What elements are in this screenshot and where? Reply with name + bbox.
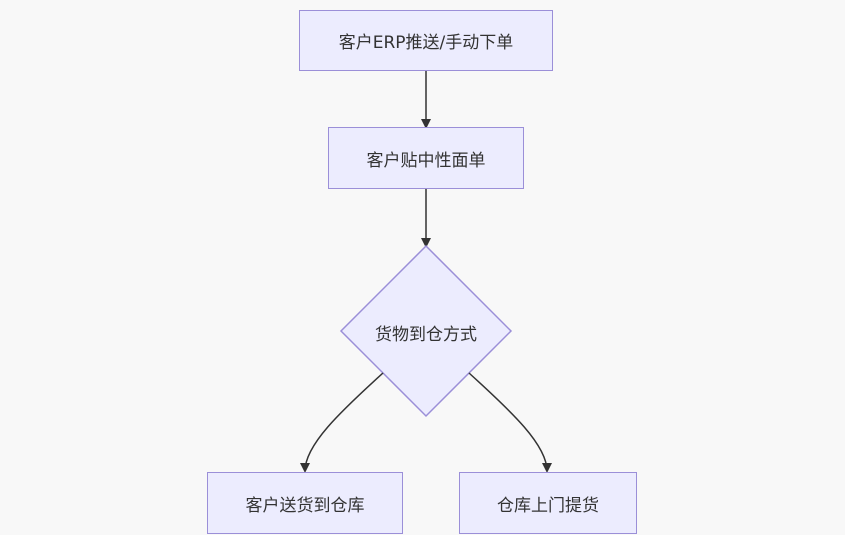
- node-customer-delivery-label: 客户送货到仓库: [245, 495, 365, 516]
- node-warehouse-pickup-label: 仓库上门提货: [497, 495, 599, 516]
- node-erp-order[interactable]: 客户ERP推送/手动下单: [299, 10, 553, 71]
- node-label-print[interactable]: 客户贴中性面单: [328, 127, 524, 189]
- node-warehouse-pickup[interactable]: 仓库上门提货: [459, 472, 637, 534]
- edge-decision-to-customer-delivery: [300, 372, 384, 473]
- decision-diamond[interactable]: [339, 244, 513, 418]
- node-label-print-label: 客户贴中性面单: [366, 150, 486, 171]
- node-erp-order-label: 客户ERP推送/手动下单: [338, 33, 514, 53]
- node-customer-delivery[interactable]: 客户送货到仓库: [207, 472, 403, 534]
- edge-decision-to-warehouse-pickup: [468, 372, 552, 473]
- decision-label: 货物到仓方式: [375, 325, 477, 345]
